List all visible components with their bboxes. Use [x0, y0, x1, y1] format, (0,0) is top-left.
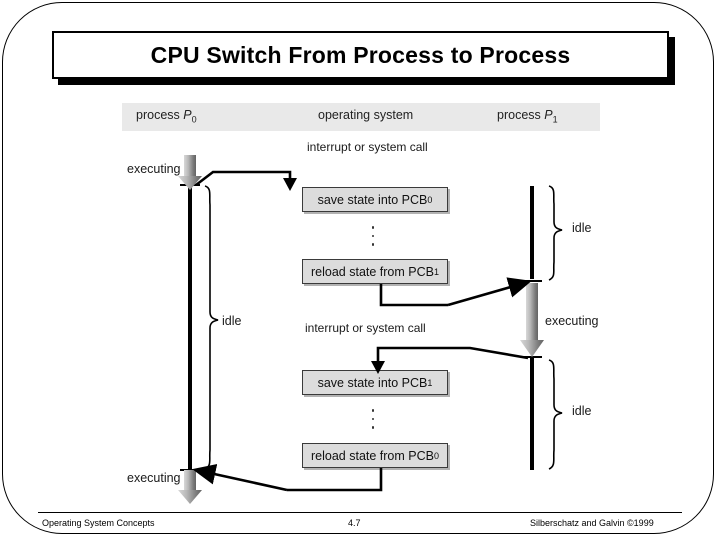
column-header-process-p0: process P0	[136, 108, 197, 125]
footer-left-text: Operating System Concepts	[42, 518, 155, 528]
footer-copyright: Silberschatz and Galvin ©1999	[530, 518, 654, 528]
label-idle-left: idle	[222, 314, 242, 328]
brace-idle-left	[204, 185, 219, 470]
executing-arrow-top-left	[178, 155, 202, 190]
connector-reload-pcb0-to-p0	[192, 464, 288, 492]
brace-idle-right-top	[548, 185, 563, 281]
connector-p0-to-save-pcb0	[195, 170, 292, 187]
interrupt-or-system-call-label-1: interrupt or system call	[307, 140, 428, 154]
title-plate: CPU Switch From Process to Process	[52, 31, 669, 79]
brace-idle-right-bottom	[548, 359, 563, 470]
connector-reload-pcb1-to-p1	[447, 277, 532, 307]
interrupt-or-system-call-label-2: interrupt or system call	[305, 321, 426, 335]
arrowhead-into-save-pcb1	[371, 361, 385, 374]
connector-reload-pcb0-out	[287, 468, 383, 492]
diagram-header-bar	[122, 103, 600, 131]
footer-page-number: 4.7	[348, 518, 361, 528]
footer-divider	[38, 512, 682, 513]
label-idle-right-bottom: idle	[572, 404, 592, 418]
ellipsis-dots-lower	[371, 409, 375, 429]
column-header-operating-system: operating system	[318, 108, 414, 122]
column-header-process-p1: process P1	[497, 108, 558, 125]
arrowhead-into-save-pcb0	[283, 178, 297, 191]
label-executing-top-left: executing	[127, 162, 181, 176]
executing-arrow-bottom-left	[178, 470, 202, 504]
connector-p1-to-save-pcb1	[376, 346, 529, 366]
page-title: CPU Switch From Process to Process	[150, 41, 571, 68]
label-idle-right-top: idle	[572, 221, 592, 235]
label-executing-right: executing	[545, 314, 599, 328]
executing-arrow-right	[520, 283, 544, 357]
label-executing-bottom-left: executing	[127, 471, 181, 485]
connector-reload-pcb1-out	[379, 284, 448, 307]
ellipsis-dots-upper	[371, 226, 375, 246]
